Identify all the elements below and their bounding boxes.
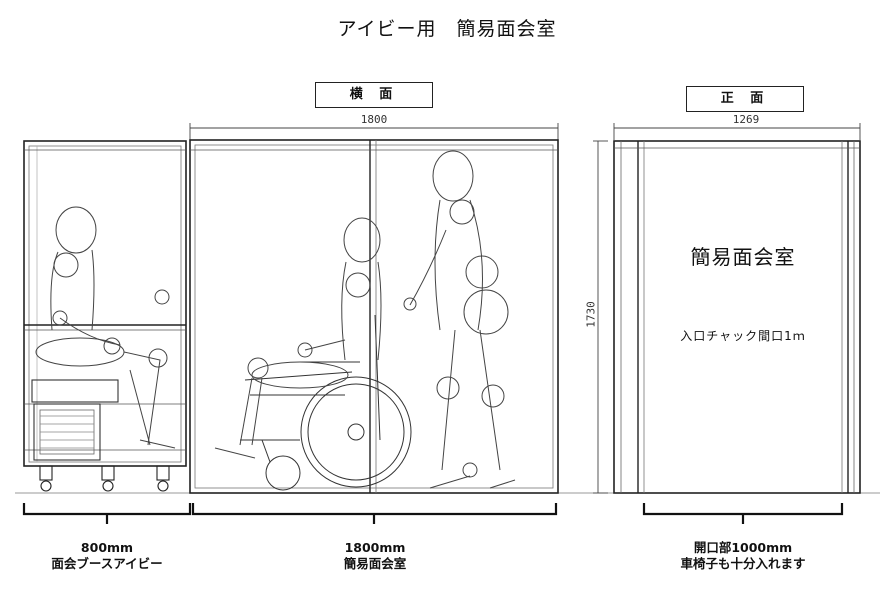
front-view-drawing [593, 123, 861, 494]
front-panel-title: 簡易面会室 [690, 245, 796, 269]
front-width-dimension: 1269 [732, 113, 760, 126]
room-size: 1800mm [344, 540, 406, 555]
side-view-drawing [189, 123, 559, 494]
booth-size: 800mm [80, 540, 134, 555]
room-name: 簡易面会室 [343, 556, 407, 571]
booth-drawing [23, 140, 187, 492]
room-caption: 1800mm 簡易面会室 [290, 540, 460, 572]
front-note: 車椅子も十分入れます [680, 556, 806, 571]
front-panel-note: 入口チャック間口1ｍ [680, 329, 806, 343]
page-title: アイビー用 簡易面会室 [337, 18, 557, 40]
booth-name: 面会ブースアイビー [51, 556, 163, 571]
side-width-dimension: 1800 [360, 113, 388, 126]
front-view-label: 正 面 [686, 86, 804, 112]
height-dimension: 1730 [584, 301, 598, 328]
front-caption: 開口部1000mm 車椅子も十分入れます [640, 540, 846, 572]
front-opening-size: 開口部1000mm [693, 540, 793, 555]
side-view-label: 横 面 [315, 82, 433, 108]
booth-caption: 800mm 面会ブースアイビー [20, 540, 194, 572]
size-braces [22, 503, 844, 524]
